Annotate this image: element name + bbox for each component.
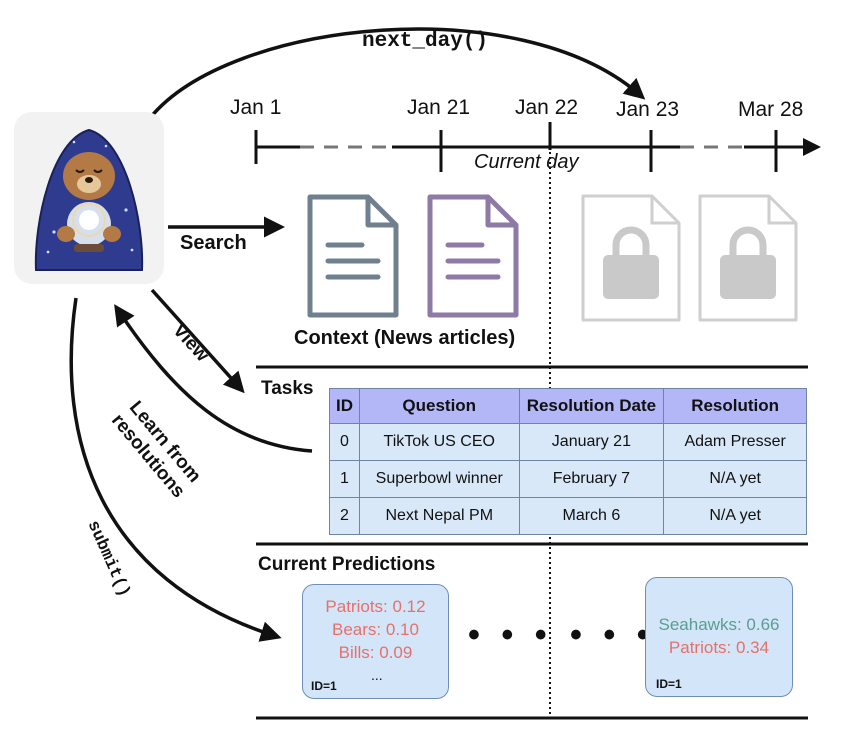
column-header: ID [329,388,360,424]
tasks-table: ID Question Resolution Date Resolution 0… [329,388,807,535]
table-cell: 2 [329,497,360,535]
table-cell: Superbowl winner [358,460,520,498]
tasks-title: Tasks [261,378,314,399]
view-arrow [150,288,245,394]
learn-arrow [114,304,313,453]
table-cell: Adam Presser [663,423,807,461]
prediction-card: Patriots: 0.12 Bears: 0.10 Bills: 0.09 .… [302,584,449,699]
table-cell: February 7 [518,460,665,498]
ellipsis: • • • [468,616,553,654]
more-indicator: ... [371,667,383,683]
locked-document-icon [581,194,681,322]
date-label: Jan 22 [515,96,579,119]
agent-avatar [14,112,164,284]
document-icon [307,194,399,318]
table-cell: N/A yet [663,497,807,535]
prediction-entry: Patriots: 0.34 [668,638,770,657]
search-label: Search [180,232,247,254]
date-label: Jan 21 [407,96,471,119]
table-row: 2 Next Nepal PM March 6 N/A yet [329,497,807,535]
card-id-label: ID=1 [656,677,682,691]
column-header: Resolution Date [518,388,665,424]
table-row: 0 TikTok US CEO January 21 Adam Presser [329,423,807,461]
date-label: Jan 1 [230,96,282,119]
table-cell: 0 [329,423,360,461]
table-cell: 1 [329,460,360,498]
predictions-title: Current Predictions [258,554,436,575]
prediction-card: Seahawks: 0.66 Patriots: 0.34 ID=1 [645,577,793,697]
column-header: Resolution [663,388,807,424]
table-cell: N/A yet [663,460,807,498]
locked-document-icon [698,194,798,322]
submit-arrow [69,297,282,642]
next-day-label: next_day() [362,30,489,53]
card-id-label: ID=1 [311,679,337,693]
context-label: Context (News articles) [294,327,516,349]
prediction-entry: Patriots: 0.12 [325,597,426,616]
table-header-row: ID Question Resolution Date Resolution [329,388,807,424]
document-icon [427,194,519,318]
prediction-entry: Bears: 0.10 [332,620,419,639]
table-row: 1 Superbowl winner February 7 N/A yet [329,460,807,498]
prediction-entry: Bills: 0.09 [338,643,413,662]
prediction-entry: Seahawks: 0.66 [658,615,780,634]
table-cell: March 6 [518,497,665,535]
current-day-label: Current day [474,151,579,173]
ellipsis: • • • [570,616,655,654]
table-cell: Next Nepal PM [358,497,520,535]
column-header: Question [358,388,520,424]
next-day-arrow [148,27,646,120]
date-label: Mar 28 [738,98,804,121]
bear-wizard-icon [34,128,144,271]
date-label: Jan 23 [616,98,680,121]
table-cell: January 21 [518,423,665,461]
table-cell: TikTok US CEO [358,423,520,461]
